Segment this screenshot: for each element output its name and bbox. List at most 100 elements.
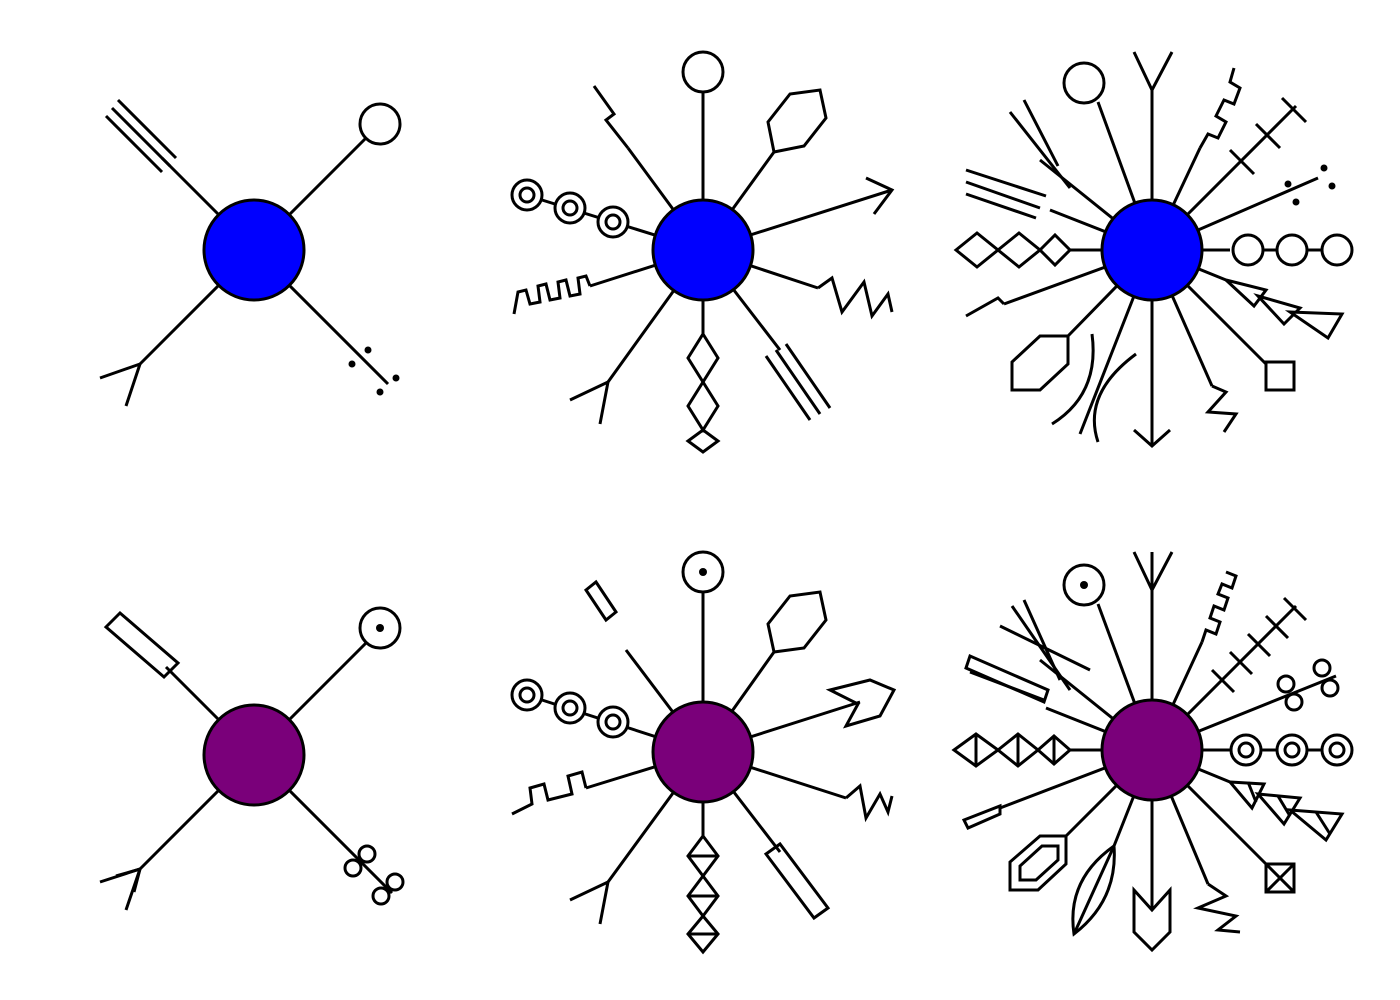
bar-mark <box>103 610 181 680</box>
glyph-top-1 <box>99 98 402 407</box>
dot-mark <box>364 346 372 354</box>
triangle-split <box>1276 795 1292 817</box>
double-circle-mark-inner <box>518 186 536 204</box>
crossed-square-cross <box>1264 862 1296 894</box>
triangle-mark <box>1224 278 1269 309</box>
chevron-mark <box>825 678 897 729</box>
triple-line-mark <box>110 106 172 168</box>
open-circle-mark <box>1062 61 1106 105</box>
open-circle-mark <box>1275 233 1309 267</box>
hub-blue <box>202 198 306 302</box>
tick-mark <box>1282 596 1308 622</box>
dot-mark <box>392 374 400 382</box>
open-circle-mark <box>1231 233 1265 267</box>
glyph-top-3 <box>953 51 1354 449</box>
diamond-mark <box>686 913 720 955</box>
dot-mark <box>348 360 356 368</box>
dot-mark <box>1080 581 1088 589</box>
square-mark <box>1264 360 1296 392</box>
dot-mark <box>376 624 384 632</box>
triangle-split <box>1246 781 1258 803</box>
kinked-line-mark <box>592 85 630 149</box>
tick-mark <box>1228 148 1256 176</box>
hub-purple <box>202 703 306 807</box>
triple-line-mark <box>764 355 812 421</box>
dot-mark <box>1292 198 1300 206</box>
tick-mark <box>1280 96 1308 124</box>
tick-mark <box>1228 650 1254 676</box>
fork-mark <box>99 361 143 407</box>
bar-mark <box>763 841 831 921</box>
small-circle-mark <box>1320 678 1340 698</box>
fork-mark-inner <box>115 866 143 893</box>
diamond-mark <box>685 428 721 454</box>
dot-mark <box>1328 182 1336 190</box>
dot-mark <box>376 388 384 396</box>
open-circle-mark <box>358 102 402 146</box>
double-circle-mark-inner <box>604 213 622 231</box>
bar-mark <box>583 579 619 623</box>
glyph-bottom-1 <box>99 606 405 911</box>
cross-mark <box>1008 111 1072 189</box>
triangle-split <box>1314 811 1332 835</box>
hub-blue <box>1100 198 1204 302</box>
zigzag-mark <box>1193 882 1241 934</box>
hub-blue <box>651 198 755 302</box>
small-circle-mark <box>385 872 405 892</box>
bar-mark <box>964 653 1050 705</box>
small-circle-mark <box>1312 658 1332 678</box>
zigzag-mark <box>1204 384 1239 433</box>
triple-line-mark <box>965 180 1041 210</box>
double-circle-mark-inner <box>1283 741 1301 759</box>
double-circle-mark-inner <box>561 199 579 217</box>
small-circle-mark <box>1284 692 1304 712</box>
open-circle-mark <box>1320 233 1354 267</box>
cross-mark <box>1022 99 1060 167</box>
diamond-mark <box>1035 734 1073 766</box>
triple-line-mark <box>104 114 164 174</box>
hexagon-mark <box>766 590 828 654</box>
tick-mark <box>1210 668 1236 694</box>
small-circle-mark <box>1276 674 1296 694</box>
diamond-mark <box>995 231 1043 269</box>
dot-mark <box>1320 164 1328 172</box>
triple-line-mark <box>965 168 1047 198</box>
triangle-mark <box>1253 293 1303 327</box>
square-wave-mark <box>1200 570 1238 643</box>
hub-purple <box>1100 698 1204 802</box>
arrowhead-mark <box>865 176 895 215</box>
crossed-square-mark <box>1264 862 1296 894</box>
double-circle-mark-inner <box>604 713 622 731</box>
cross-mark <box>1010 605 1072 691</box>
triple-line-mark <box>784 343 832 409</box>
tick-mark <box>1264 614 1290 640</box>
hexagon-mark-inner <box>1018 844 1060 882</box>
fork-mark <box>1132 51 1174 94</box>
square-wave-mark <box>1198 67 1242 149</box>
square-wave-mark <box>511 770 588 816</box>
triangle-mark <box>1284 310 1345 341</box>
open-circle-mark <box>681 50 725 94</box>
small-circle-mark <box>371 886 391 906</box>
arrowhead-mark <box>1133 428 1171 449</box>
small-circle-mark <box>357 844 377 864</box>
double-circle-mark-inner <box>1328 741 1346 759</box>
bar-mark-inner <box>969 670 1045 702</box>
glyph-bottom-3 <box>951 551 1354 953</box>
square-wave-mark <box>512 274 592 315</box>
diamond-mark <box>686 331 720 385</box>
double-circle-mark-inner <box>518 686 536 704</box>
fork-mark <box>569 379 611 425</box>
triple-line-mark <box>965 192 1037 220</box>
glyph-top-2 <box>510 50 895 454</box>
double-circle-mark-inner <box>561 699 579 717</box>
triple-line-mark <box>116 98 178 160</box>
cross-mark <box>1022 599 1062 681</box>
tick-mark <box>1246 632 1272 658</box>
diamond-mark <box>1037 232 1073 268</box>
double-circle-mark-inner <box>1237 741 1255 759</box>
hub-purple <box>651 700 755 804</box>
tick-mark <box>1254 122 1282 150</box>
dot-mark <box>699 568 707 576</box>
